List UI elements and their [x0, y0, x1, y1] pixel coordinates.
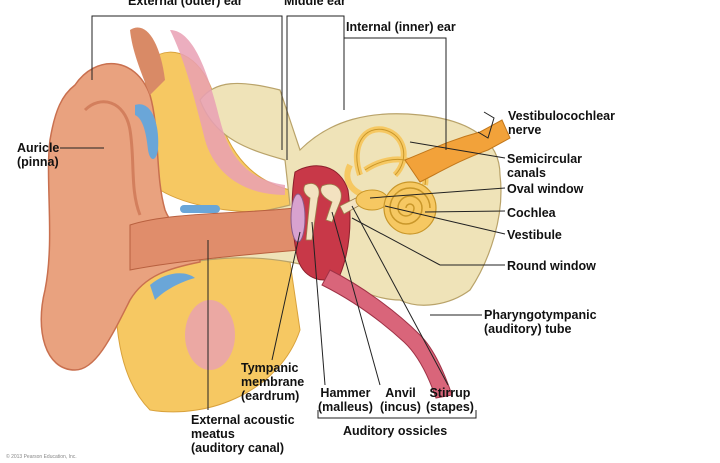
copyright-text: © 2013 Pearson Education, Inc.	[6, 454, 77, 460]
auricle-top	[130, 27, 165, 95]
cochlea-shape	[383, 181, 437, 235]
label-hammer-line1: Hammer	[320, 386, 371, 400]
label-tympanic-membrane: Tympanic membrane (eardrum)	[241, 361, 304, 403]
leader-lines	[60, 141, 506, 410]
cartilage-mid	[180, 205, 220, 213]
label-semicircular-line2: canals	[507, 166, 546, 180]
skin-lining	[170, 30, 285, 195]
label-auditory-ossicles: Auditory ossicles	[343, 424, 448, 438]
label-hammer-line2: (malleus)	[318, 400, 373, 414]
label-external-ear: External (outer) ear	[128, 0, 243, 8]
label-stirrup-line1: Stirrup	[429, 386, 471, 400]
label-tympanic-line2: membrane	[241, 375, 305, 389]
label-auricle-line1: Auricle	[17, 141, 60, 155]
pharyngotympanic-tube	[321, 269, 453, 399]
cartilage-upper	[135, 104, 159, 159]
label-stirrup: Stirrup (stapes)	[426, 386, 474, 414]
label-stirrup-line2: (stapes)	[426, 400, 474, 414]
label-pharyngotympanic: Pharyngotympanic (auditory) tube	[484, 308, 597, 336]
label-pharyngotympanic-line2: (auditory) tube	[484, 322, 572, 336]
label-pharyngotympanic-line1: Pharyngotympanic	[484, 308, 597, 322]
label-vestibulocochlear: Vestibulocochlear nerve	[508, 109, 615, 137]
gland	[185, 300, 235, 370]
label-oval-window: Oval window	[507, 182, 584, 196]
label-meatus-line2: meatus	[191, 427, 235, 441]
label-vestibulocochlear-line2: nerve	[508, 123, 542, 137]
incus-shape	[320, 183, 342, 223]
label-cochlea: Cochlea	[507, 206, 556, 220]
label-tympanic-line3: (eardrum)	[241, 389, 300, 403]
malleus-shape	[303, 183, 320, 241]
cartilage-lower	[150, 273, 195, 300]
label-semicircular: Semicircular canals	[507, 152, 582, 180]
label-round-window: Round window	[507, 259, 596, 273]
label-anvil: Anvil (incus)	[380, 386, 421, 414]
label-anvil-line1: Anvil	[385, 386, 416, 400]
label-anvil-line2: (incus)	[380, 400, 421, 414]
label-middle-ear: Middle ear	[284, 0, 346, 8]
label-auricle: Auricle (pinna)	[17, 141, 59, 169]
tympanic-membrane	[290, 193, 306, 243]
label-internal-ear: Internal (inner) ear	[346, 20, 456, 34]
label-hammer: Hammer (malleus)	[318, 386, 373, 414]
auricle-fold	[83, 100, 142, 216]
label-vestibule: Vestibule	[507, 228, 562, 242]
label-meatus-line3: (auditory canal)	[191, 441, 285, 455]
vestibule-shape	[355, 189, 389, 211]
label-auricle-line2: (pinna)	[17, 155, 59, 169]
label-vestibulocochlear-line1: Vestibulocochlear	[508, 109, 615, 123]
label-tympanic-line1: Tympanic	[241, 361, 299, 375]
label-semicircular-line1: Semicircular	[507, 152, 583, 166]
label-meatus-line1: External acoustic	[191, 413, 295, 427]
label-external-meatus: External acoustic meatus (auditory canal…	[191, 413, 295, 455]
section-brackets	[91, 15, 495, 419]
